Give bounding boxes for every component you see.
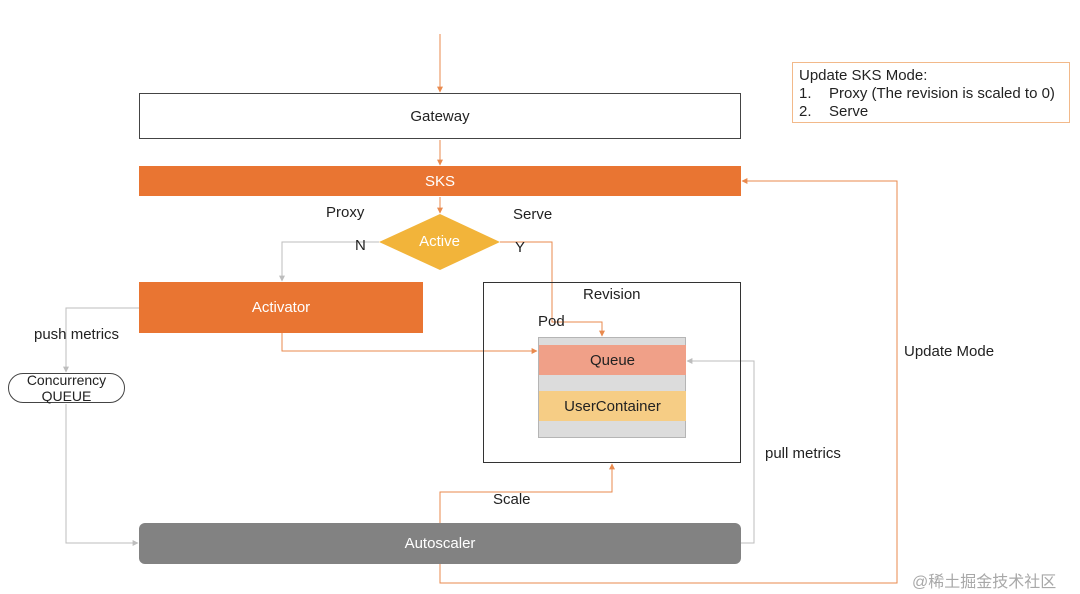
pull-metrics-label: pull metrics — [765, 445, 841, 462]
gateway-label: Gateway — [410, 107, 470, 125]
arrow-active-proxy-to-activator — [279, 241, 379, 282]
line-activator-to-concurrency — [63, 307, 139, 373]
proxy-edge-label: Proxy — [326, 204, 365, 221]
watermark: @稀土掘金技术社区 — [912, 574, 1057, 591]
active-decision-diamond — [379, 214, 500, 270]
note-item-number: 1. — [799, 85, 812, 102]
revision-label: Revision — [583, 286, 641, 303]
queue-buffer-label: QUEUE — [41, 388, 92, 404]
revision-container — [483, 282, 741, 463]
autoscaler-node: Autoscaler — [139, 523, 741, 564]
pod-label: Pod — [538, 313, 565, 330]
note-title: Update SKS Mode: — [799, 67, 928, 84]
arrow-active-serve-to-pod — [500, 241, 605, 337]
queue-node: Queue — [539, 345, 686, 375]
queue-label: Queue — [589, 351, 636, 369]
user-container-node: UserContainer — [539, 391, 686, 421]
sks-label: SKS — [424, 172, 455, 190]
arrow-concurrency-to-autoscaler — [65, 404, 139, 546]
concurrency-label: Concurrency — [26, 372, 107, 388]
sks-node: SKS — [139, 166, 741, 196]
note-item-text: Serve — [829, 103, 869, 120]
yes-edge-label: Y — [515, 239, 526, 256]
activator-node: Activator — [139, 282, 423, 333]
note-item: 2. Serve — [799, 103, 1063, 121]
note-item-number: 2. — [799, 103, 812, 120]
autoscaler-label: Autoscaler — [404, 535, 476, 552]
push-metrics-label: push metrics — [34, 326, 120, 343]
active-label: Active — [419, 233, 460, 250]
scale-edge-label: Scale — [493, 491, 531, 508]
gateway-node: Gateway — [139, 93, 741, 139]
note-item: 1. Proxy (The revision is scaled to 0) — [799, 85, 1063, 103]
update-sks-mode-note: Update SKS Mode: 1. Proxy (The revision … — [792, 62, 1070, 123]
activator-label: Activator — [251, 299, 311, 316]
serve-edge-label: Serve — [513, 206, 553, 223]
arrow-pull-metrics — [686, 358, 755, 544]
arrow-update-mode-to-sks — [439, 178, 898, 584]
update-mode-label: Update Mode — [904, 343, 995, 360]
no-edge-label: N — [355, 237, 366, 254]
concurrency-queue-node: Concurrency QUEUE — [8, 372, 125, 404]
user-container-label: UserContainer — [564, 397, 661, 415]
arrow-activator-to-queue — [281, 333, 538, 354]
note-item-text: Proxy (The revision is scaled to 0) — [829, 85, 1055, 102]
